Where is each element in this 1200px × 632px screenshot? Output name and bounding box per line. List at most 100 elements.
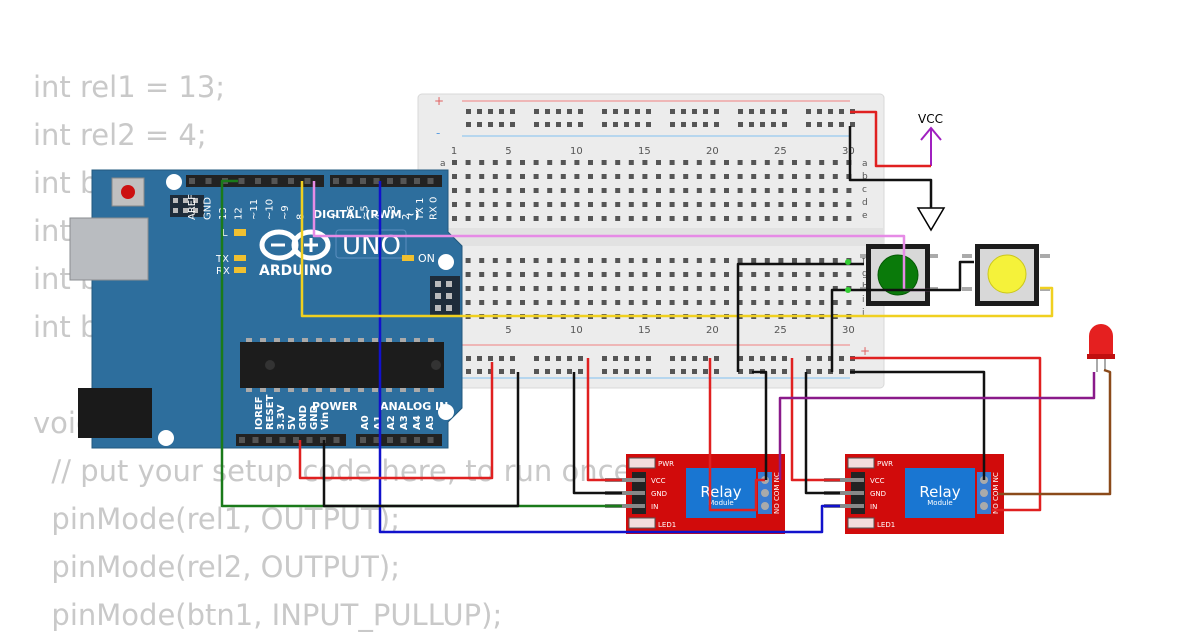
bb-row-letter: f bbox=[862, 256, 866, 266]
power-header-label: POWER bbox=[312, 400, 358, 413]
analog-pin-label: A0 bbox=[360, 415, 371, 430]
bb-row-letter: d bbox=[862, 198, 868, 208]
wire-red-r1-vcc[interactable] bbox=[586, 358, 622, 482]
bb-column-number: 10 bbox=[570, 325, 583, 336]
digital-pin-label: ~3 bbox=[387, 205, 398, 220]
power-pin-label: Vin bbox=[320, 412, 331, 430]
power-pin-label: RESET bbox=[265, 394, 276, 430]
bb-row-letter: c bbox=[862, 185, 867, 195]
wire-red-vcc[interactable] bbox=[850, 110, 931, 168]
vcc-label: VCC bbox=[918, 112, 943, 126]
digital-pin-label: 7 bbox=[332, 214, 343, 220]
wire-red-5v[interactable] bbox=[298, 362, 494, 480]
bb-column-number: 25 bbox=[774, 146, 787, 157]
rail-minus-top: - bbox=[436, 126, 440, 140]
bb-row-letter: a bbox=[440, 159, 446, 169]
bb-row-letter: e bbox=[862, 211, 868, 221]
bb-column-number: 20 bbox=[706, 325, 719, 336]
power-jack bbox=[78, 388, 152, 438]
power-pin-label: 5V bbox=[287, 415, 298, 430]
digital-pin-label: ~10 bbox=[265, 199, 276, 220]
relay2-led: LED1 bbox=[877, 521, 895, 529]
digital-header-label: DIGITAL (PWM ~) bbox=[313, 208, 420, 221]
rail-plus-bottom: + bbox=[860, 344, 870, 358]
relay1-terminals: NO COM NC bbox=[773, 472, 781, 514]
wire-black-r2-gnd[interactable] bbox=[804, 372, 840, 495]
relay1-pin-in: IN bbox=[651, 503, 658, 511]
breadboard-holes bbox=[452, 109, 855, 374]
wire-black-r2-no[interactable] bbox=[850, 370, 986, 480]
digital-pin-label: ~9 bbox=[280, 205, 291, 220]
wire-black-btn1[interactable] bbox=[736, 262, 864, 372]
digital-pin-label: ~11 bbox=[249, 199, 260, 220]
bb-row-letter: b bbox=[862, 172, 868, 182]
analog-pin-label: A2 bbox=[386, 415, 397, 430]
rail-plus-top: + bbox=[434, 94, 444, 108]
icsp2-header bbox=[435, 281, 452, 311]
chip-pins bbox=[246, 338, 434, 392]
digital-pin-label: RX 0 bbox=[429, 197, 440, 220]
relay2-pin-in: IN bbox=[870, 503, 877, 511]
usb-port bbox=[69, 217, 149, 281]
digital-pin-label: AREF bbox=[187, 194, 198, 220]
bb-column-number: 15 bbox=[638, 146, 651, 157]
icsp-header bbox=[173, 198, 198, 213]
pushbutton-yellow[interactable] bbox=[962, 244, 1050, 306]
relay2-pin-vcc: VCC bbox=[870, 477, 885, 485]
led-red bbox=[1087, 324, 1115, 372]
wire-brown-led[interactable] bbox=[998, 368, 1112, 496]
code-line: int rel1 = 13; bbox=[33, 70, 226, 104]
code-line: pinMode(rel2, OUTPUT); bbox=[33, 550, 400, 584]
relay1-pin-gnd: GND bbox=[651, 490, 667, 498]
bb-column-number: 15 bbox=[638, 325, 651, 336]
ground-symbol bbox=[916, 207, 946, 232]
relay1-led: LED1 bbox=[658, 521, 676, 529]
relay-module-1: PWR LED1 VCC GND IN Relay Module NO COM … bbox=[605, 454, 785, 534]
relay1-pwr: PWR bbox=[658, 460, 674, 468]
digital-pin-label: 12 bbox=[234, 207, 245, 220]
bb-column-number: 30 bbox=[842, 325, 855, 336]
wire-black-r1-no[interactable] bbox=[752, 370, 768, 480]
wire-red-r2-com[interactable] bbox=[850, 356, 1042, 512]
bb-column-number: 10 bbox=[570, 146, 583, 157]
power-pin-label: 3.3V bbox=[276, 404, 287, 430]
bb-column-number: 5 bbox=[505, 146, 511, 157]
wire-yellow-pin2[interactable] bbox=[300, 181, 1054, 318]
relay2-pin-gnd: GND bbox=[870, 490, 886, 498]
breadboard: + - + 115510101515202025253030abcdefghij… bbox=[417, 93, 885, 389]
code-line: int rel2 = 4; bbox=[33, 118, 207, 152]
digital-pin-label: 2 bbox=[401, 214, 412, 220]
analog-pin-label: A1 bbox=[373, 415, 384, 430]
digital-pin-label: GND bbox=[203, 197, 214, 220]
relay2-subtitle: Module bbox=[927, 499, 952, 507]
wire-black-gnd-rail[interactable] bbox=[848, 126, 933, 208]
wires bbox=[220, 110, 1112, 534]
wire-black-btn2[interactable] bbox=[830, 260, 974, 372]
relay2-title: Relay bbox=[919, 483, 960, 501]
digital-pin-label: ~5 bbox=[360, 205, 371, 220]
relay1-subtitle: Module bbox=[708, 499, 733, 507]
pushbutton-green[interactable] bbox=[860, 244, 938, 306]
led-l-label: L bbox=[222, 228, 228, 239]
wire-black-gnd[interactable] bbox=[322, 372, 520, 508]
bb-column-number: 1 bbox=[451, 146, 457, 157]
power-header bbox=[236, 434, 346, 446]
wire-purple-led[interactable] bbox=[778, 372, 1096, 480]
wire-blue-pin4[interactable] bbox=[378, 181, 840, 534]
relay2-pwr: PWR bbox=[877, 460, 893, 468]
wire-red-r1-com[interactable] bbox=[708, 358, 765, 512]
bb-column-number: 30 bbox=[842, 146, 855, 157]
relay2-terminals: NO COM NC bbox=[992, 472, 1000, 514]
wire-black-r1-gnd[interactable] bbox=[572, 372, 622, 495]
bb-row-letter: j bbox=[861, 308, 865, 318]
power-pin-label: GND bbox=[309, 405, 320, 430]
bb-column-number: 20 bbox=[706, 146, 719, 157]
bb-row-letter: a bbox=[862, 159, 868, 169]
bb-column-number: 25 bbox=[774, 325, 787, 336]
digital-pin-label: 13 bbox=[218, 207, 229, 220]
arduino-logo-icon bbox=[259, 229, 331, 261]
